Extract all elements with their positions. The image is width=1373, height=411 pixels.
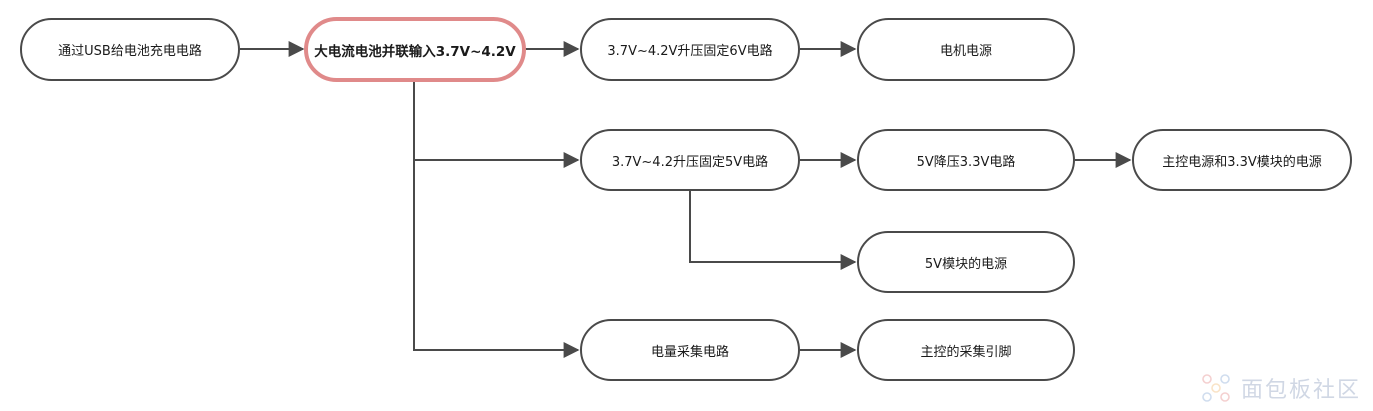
node-mcu-power: 主控电源和3.3V模块的电源 [1132,129,1352,191]
edge-5v-to-module [689,191,857,270]
node-battery-input: 大电流电池并联输入3.7V~4.2V [304,17,526,82]
node-usb-charge: 通过USB给电池充电电路 [20,18,240,81]
watermark-logo-icon [1202,374,1230,402]
node-mcu-pin: 主控的采集引脚 [857,319,1075,381]
watermark: 面包板社区 [1197,369,1361,407]
edge-battery-to-sense [413,160,580,358]
node-motor-power: 电机电源 [857,18,1075,81]
watermark-text: 面包板社区 [1240,378,1361,403]
node-boost-6v: 3.7V~4.2V升压固定6V电路 [580,18,800,81]
node-buck-3v3: 5V降压3.3V电路 [857,129,1075,191]
node-module-5v: 5V模块的电源 [857,231,1075,293]
node-battery-sense: 电量采集电路 [580,319,800,381]
node-boost-5v: 3.7V~4.2升压固定5V电路 [580,129,800,191]
edge-battery-to-5v [413,82,580,168]
